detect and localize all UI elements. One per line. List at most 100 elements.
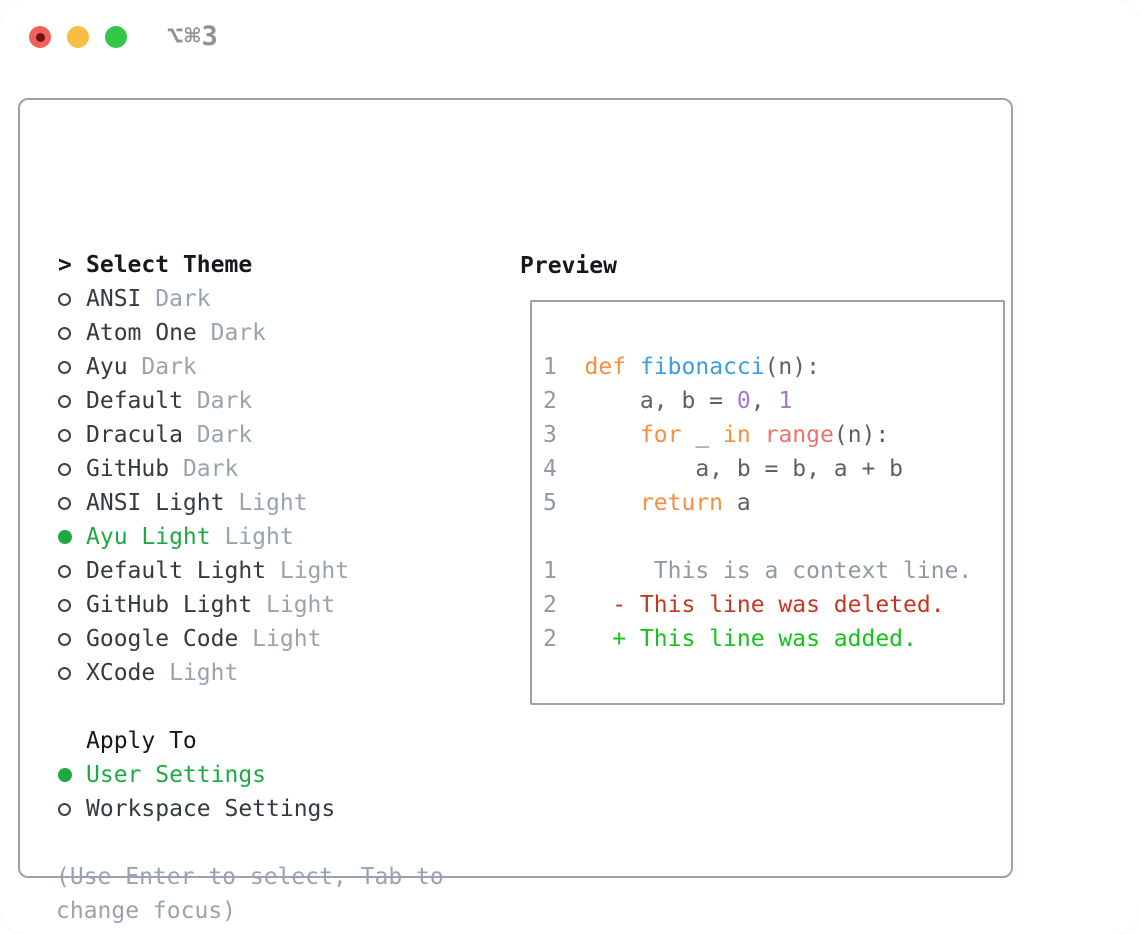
theme-variant-tag: Dark — [141, 286, 211, 312]
theme-list-title: Select Theme — [86, 252, 253, 278]
option-label: Default Light — [86, 558, 267, 584]
line-number: 1 — [543, 558, 585, 584]
line-number: 4 — [543, 456, 585, 482]
theme-option-xcode[interactable]: XCode Light — [58, 656, 349, 690]
code-token: (n): — [764, 354, 820, 380]
code-line: 2 - This line was deleted. — [543, 588, 972, 622]
code-token: 0 — [736, 388, 751, 414]
code-token: 1 — [778, 388, 793, 414]
code-token: return — [639, 490, 724, 516]
theme-variant-tag: Dark — [182, 422, 253, 448]
radio-unselected-icon — [58, 666, 71, 680]
close-button[interactable] — [29, 26, 51, 48]
code-token: This is a context line. — [584, 558, 973, 584]
code-line: 1 This is a context line. — [543, 554, 972, 588]
code-token: def — [584, 354, 627, 380]
code-token: range — [764, 422, 834, 448]
line-number: 5 — [543, 490, 585, 516]
theme-variant-tag: Dark — [127, 354, 197, 380]
theme-option-default[interactable]: Default Dark — [58, 384, 349, 418]
option-label: Workspace Settings — [86, 796, 336, 822]
theme-option-atom-one[interactable]: Atom One Dark — [58, 316, 349, 350]
theme-option-default-light[interactable]: Default Light Light — [58, 554, 349, 588]
code-token: in — [723, 422, 751, 448]
line-number: 2 — [543, 388, 585, 414]
theme-option-dracula[interactable]: Dracula Dark — [58, 418, 349, 452]
code-token: fibonacci — [639, 354, 765, 380]
radio-unselected-icon — [58, 394, 71, 408]
code-token — [585, 422, 640, 448]
code-token: + This line was added. — [584, 626, 917, 652]
radio-unselected-icon — [58, 564, 71, 578]
radio-selected-icon — [58, 768, 72, 782]
radio-unselected-icon — [58, 496, 71, 510]
option-label: Atom One — [86, 320, 197, 346]
apply-to-header: Apply To — [58, 724, 335, 758]
theme-variant-tag: Light — [266, 558, 350, 584]
option-label: GitHub Light — [86, 592, 253, 618]
theme-option-ayu-light[interactable]: Ayu Light Light — [58, 520, 349, 554]
minimize-button[interactable] — [67, 26, 89, 48]
option-label: Ayu Light — [86, 524, 211, 550]
line-number: 3 — [543, 422, 585, 448]
radio-selected-icon — [58, 530, 72, 544]
theme-variant-tag: Light — [224, 490, 308, 516]
option-label: GitHub — [86, 456, 170, 482]
code-token: (n): — [833, 422, 890, 448]
theme-variant-tag: Dark — [169, 456, 239, 482]
theme-variant-tag: Dark — [182, 388, 253, 414]
radio-unselected-icon — [58, 802, 71, 816]
theme-variant-tag: Light — [210, 524, 294, 550]
theme-option-google-code[interactable]: Google Code Light — [58, 622, 349, 656]
theme-option-ayu[interactable]: Ayu Dark — [58, 350, 349, 384]
window-shortcut-label: ⌥⌘3 — [167, 21, 219, 52]
code-token: - This line was deleted. — [584, 592, 945, 618]
theme-option-ansi-light[interactable]: ANSI Light Light — [58, 486, 349, 520]
option-label: Google Code — [86, 626, 239, 652]
option-label: Ayu — [86, 354, 128, 380]
zoom-button[interactable] — [105, 26, 127, 48]
code-token: a, b = b, a + b — [584, 456, 904, 482]
code-line: 3 for _ in range(n): — [543, 418, 972, 452]
code-line — [543, 520, 972, 554]
code-line: 2 + This line was added. — [543, 622, 972, 656]
radio-unselected-icon — [58, 462, 71, 476]
line-number: 1 — [543, 354, 585, 380]
option-label: XCode — [86, 660, 156, 686]
preview-title: Preview — [520, 253, 617, 279]
code-token: for — [639, 422, 682, 448]
code-token: , — [750, 388, 779, 414]
code-token: a — [723, 490, 751, 516]
theme-variant-tag: Light — [252, 592, 336, 618]
code-token: a, b = — [584, 388, 737, 414]
code-line: 4 a, b = b, a + b — [543, 452, 972, 486]
line-number: 2 — [543, 626, 585, 652]
option-label: ANSI — [86, 286, 142, 312]
line-number: 2 — [543, 592, 585, 618]
option-label: User Settings — [86, 762, 267, 788]
theme-option-ansi[interactable]: ANSI Dark — [58, 282, 349, 316]
theme-option-github-light[interactable]: GitHub Light Light — [58, 588, 349, 622]
option-label: Default — [86, 388, 183, 414]
apply-to-title: Apply To — [86, 728, 197, 754]
code-token — [751, 422, 765, 448]
option-label: Dracula — [86, 422, 183, 448]
theme-variant-tag: Dark — [196, 320, 267, 346]
code-line: 1 def fibonacci(n): — [543, 350, 972, 384]
apply-option-workspace-settings[interactable]: Workspace Settings — [58, 792, 335, 826]
code-token — [626, 354, 640, 380]
theme-option-github[interactable]: GitHub Dark — [58, 452, 349, 486]
radio-unselected-icon — [58, 632, 71, 646]
title-bar: ⌥⌘3 — [0, 0, 1140, 74]
apply-option-user-settings[interactable]: User Settings — [58, 758, 335, 792]
radio-unselected-icon — [58, 598, 71, 612]
radio-unselected-icon — [58, 292, 71, 306]
code-token: _ — [681, 422, 724, 448]
